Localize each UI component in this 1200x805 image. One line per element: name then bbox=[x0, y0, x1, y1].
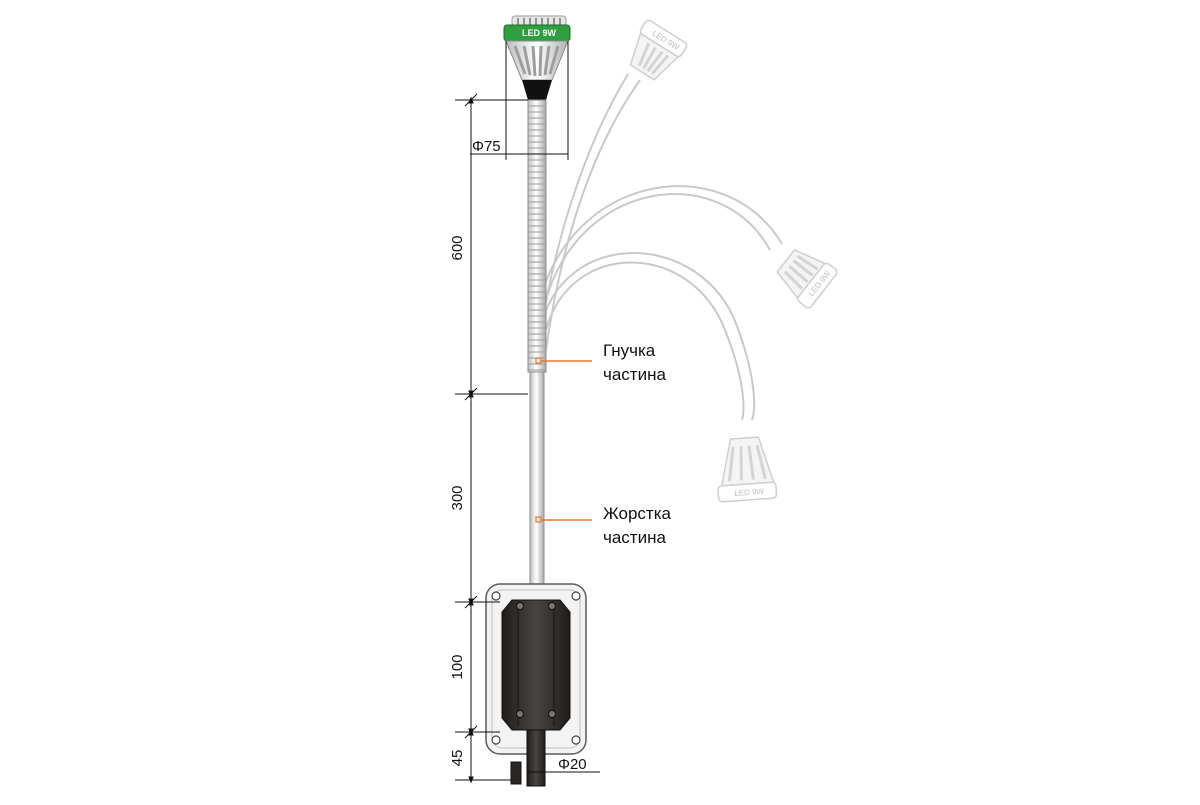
lamp-neck bbox=[522, 80, 552, 100]
cable-outlet bbox=[510, 761, 522, 785]
flexible-tube bbox=[527, 99, 547, 373]
plate-screw-tr bbox=[571, 591, 581, 601]
ghost-lamp-head-2: LED 9W bbox=[776, 248, 838, 309]
plate-screw-bl bbox=[491, 735, 501, 745]
bottom-stem bbox=[526, 729, 546, 787]
callout-flexible-line1: Гнучка bbox=[603, 341, 656, 360]
callout-flexible: Гнучка частина bbox=[535, 341, 666, 384]
rigid-tube bbox=[529, 371, 545, 601]
flexible-tube-ribs bbox=[528, 105, 546, 371]
plate-screw-tl bbox=[491, 591, 501, 601]
ghost-lamp-head-3: LED 9W bbox=[717, 436, 778, 503]
plate-screw-br bbox=[571, 735, 581, 745]
base-screw-tr bbox=[548, 602, 556, 610]
base-screw-bl bbox=[516, 710, 524, 718]
ghost-positions: LED 9W LED 9W LED 9W bbox=[537, 19, 838, 503]
ghost-lamp-label-3: LED 9W bbox=[734, 487, 765, 498]
dim-label-stem-diameter: Φ20 bbox=[558, 756, 587, 773]
callout-rigid-line1: Жорстка bbox=[603, 504, 672, 523]
lamp-head-vents bbox=[517, 18, 561, 25]
callout-rigid-line2: частина bbox=[603, 528, 666, 547]
ghost-lamp-head-1: LED 9W bbox=[629, 19, 688, 81]
base-block bbox=[501, 599, 571, 731]
base-screw-br bbox=[548, 710, 556, 718]
lamp-head-label: LED 9W bbox=[522, 28, 557, 38]
dim-label-flexible-length: 600 bbox=[449, 235, 466, 260]
dimension-lines bbox=[455, 41, 600, 784]
dim-label-rigid-length: 300 bbox=[449, 485, 466, 510]
callout-rigid: Жорстка частина bbox=[535, 504, 672, 547]
lamp-head-fins bbox=[513, 45, 560, 77]
dim-label-bottom-length: 45 bbox=[449, 750, 466, 767]
callout-flexible-line2: частина bbox=[603, 365, 666, 384]
base-screw-tl bbox=[516, 602, 524, 610]
lamp-main: LED 9W bbox=[485, 15, 587, 787]
dim-label-head-diameter: Φ75 bbox=[472, 138, 501, 155]
lamp-head: LED 9W bbox=[503, 15, 571, 100]
dim-label-base-length: 100 bbox=[449, 654, 466, 679]
